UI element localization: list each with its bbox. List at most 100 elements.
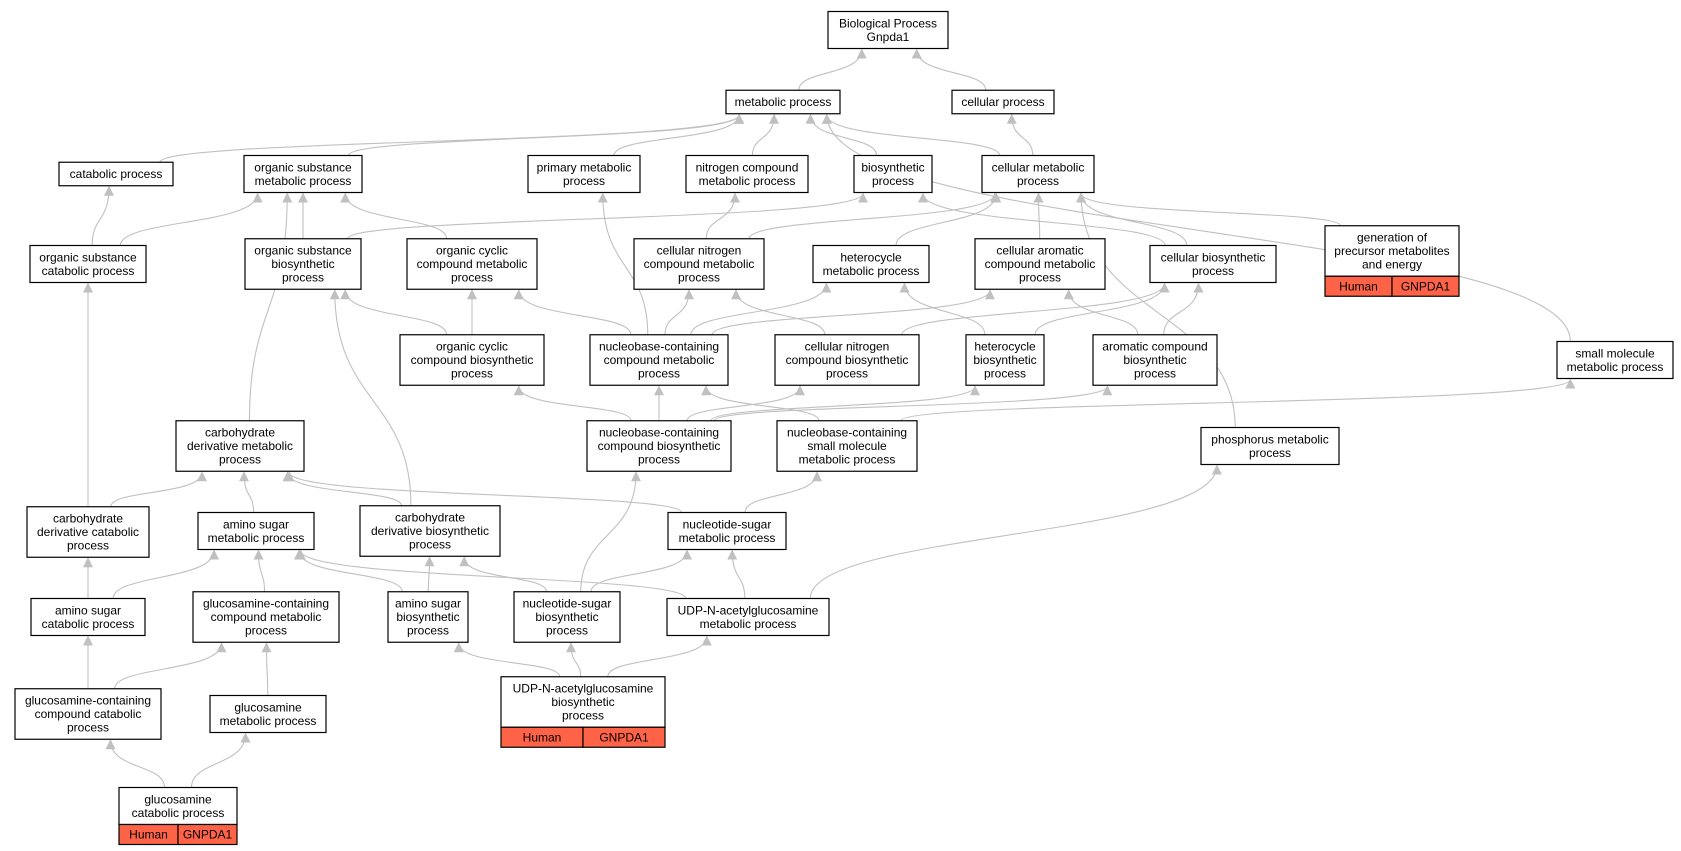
edge-nucbase_met-to-primary_met <box>597 192 649 335</box>
node-label-line: nucleobase-containing <box>599 426 719 440</box>
node-label-line: catabolic process <box>42 264 135 278</box>
edge-cell_bio-to-biosynthetic <box>918 192 1166 246</box>
node-label-line: metabolic process <box>679 531 776 545</box>
node-box <box>974 238 1106 290</box>
node-box <box>175 420 305 472</box>
node-label-line: metabolic process <box>208 531 305 545</box>
edge-catabolic-to-metabolic <box>159 113 744 163</box>
edge-orgsub_cat-to-orgsub_met <box>119 192 263 246</box>
gene-annotation-cell <box>582 726 666 748</box>
node-box <box>981 154 1095 194</box>
node-label-line: generation of <box>1357 231 1428 245</box>
edge-aminosugar_cat-to-aminosugar_met <box>112 549 219 599</box>
node-label-line: compound metabolic <box>211 610 322 624</box>
gene-annotation-cell <box>1391 275 1460 297</box>
edge-hetero_bio-to-hetero_met <box>899 282 986 335</box>
node-label-line: process <box>1019 271 1061 285</box>
node-label-line: Gnpda1 <box>867 30 910 44</box>
edge-arom_bio-to-cell_bio <box>1163 282 1204 335</box>
node-box <box>951 89 1055 115</box>
node-label-line: glucosamine-containing <box>203 597 329 611</box>
go-term-node-udpglcnac-bio[interactable]: UDP-N-acetylglucosaminebiosyntheticproce… <box>500 676 666 748</box>
edge-nucbase_met-to-cellarom_met <box>711 289 995 335</box>
node-box <box>26 506 150 558</box>
go-term-node-cellular[interactable]: cellular process <box>951 89 1055 115</box>
go-term-node-metabolic[interactable]: metabolic process <box>725 89 841 115</box>
edge-aminosugar_met-to-carbderiv_met <box>239 471 255 513</box>
edge-cellular-to-root <box>911 48 987 91</box>
go-term-node-catabolic[interactable]: catabolic process <box>58 161 174 187</box>
gene-label: GNPDA1 <box>183 828 233 842</box>
node-label-line: catabolic process <box>42 617 135 631</box>
edge-udpglcnac_bio-to-nucsugar_bio <box>566 642 582 677</box>
edge-aminosugar_bio-to-carbderiv_bio <box>424 556 435 592</box>
species-label: Human <box>1339 279 1378 293</box>
node-label-line: cellular nitrogen <box>805 340 890 354</box>
node-box <box>359 505 501 557</box>
node-label-line: nucleotide-sugar <box>523 597 612 611</box>
node-label-line: UDP-N-acetylglucosamine <box>513 682 654 696</box>
node-box <box>1200 426 1340 466</box>
node-label-line: derivative biosynthetic <box>371 524 489 538</box>
node-box <box>14 688 162 740</box>
node-label-line: catabolic process <box>132 806 225 820</box>
node-label-line: derivative catabolic <box>37 525 139 539</box>
edge-nucsugar_bio-to-nucbase_bio <box>580 471 641 592</box>
edge-orgcyc_bio-to-orgsub_bio <box>340 289 448 335</box>
edge-nucbase_bio-to-hetero_bio <box>710 385 980 422</box>
edge-cellnit_bio-to-cellnit_met <box>731 289 826 335</box>
node-label-line: nitrogen compound <box>696 160 799 174</box>
node-label-line: nucleotide-sugar <box>683 517 772 531</box>
edge-glcn_cont_cat-to-glcn_cont_met <box>114 642 227 689</box>
edge-cell_bio-to-cell_met <box>1076 192 1188 246</box>
edge-nucsugar_bio-to-nucsugar_met <box>590 549 692 592</box>
edge-orgsub_cat-to-catabolic <box>91 185 114 246</box>
node-label-line: phosphorus metabolic <box>1211 432 1328 446</box>
node-label-line: compound metabolic <box>417 257 528 271</box>
node-label-line: Biological Process <box>839 16 937 30</box>
node-box <box>30 597 146 637</box>
edge-nucsugar_bio-to-carbderiv_bio <box>459 556 547 592</box>
node-label-line: primary metabolic <box>537 160 632 174</box>
node-box <box>244 238 362 290</box>
node-label-line: biosynthetic <box>551 695 614 709</box>
edge-carbderiv_met-to-orgsub_met <box>248 192 293 421</box>
